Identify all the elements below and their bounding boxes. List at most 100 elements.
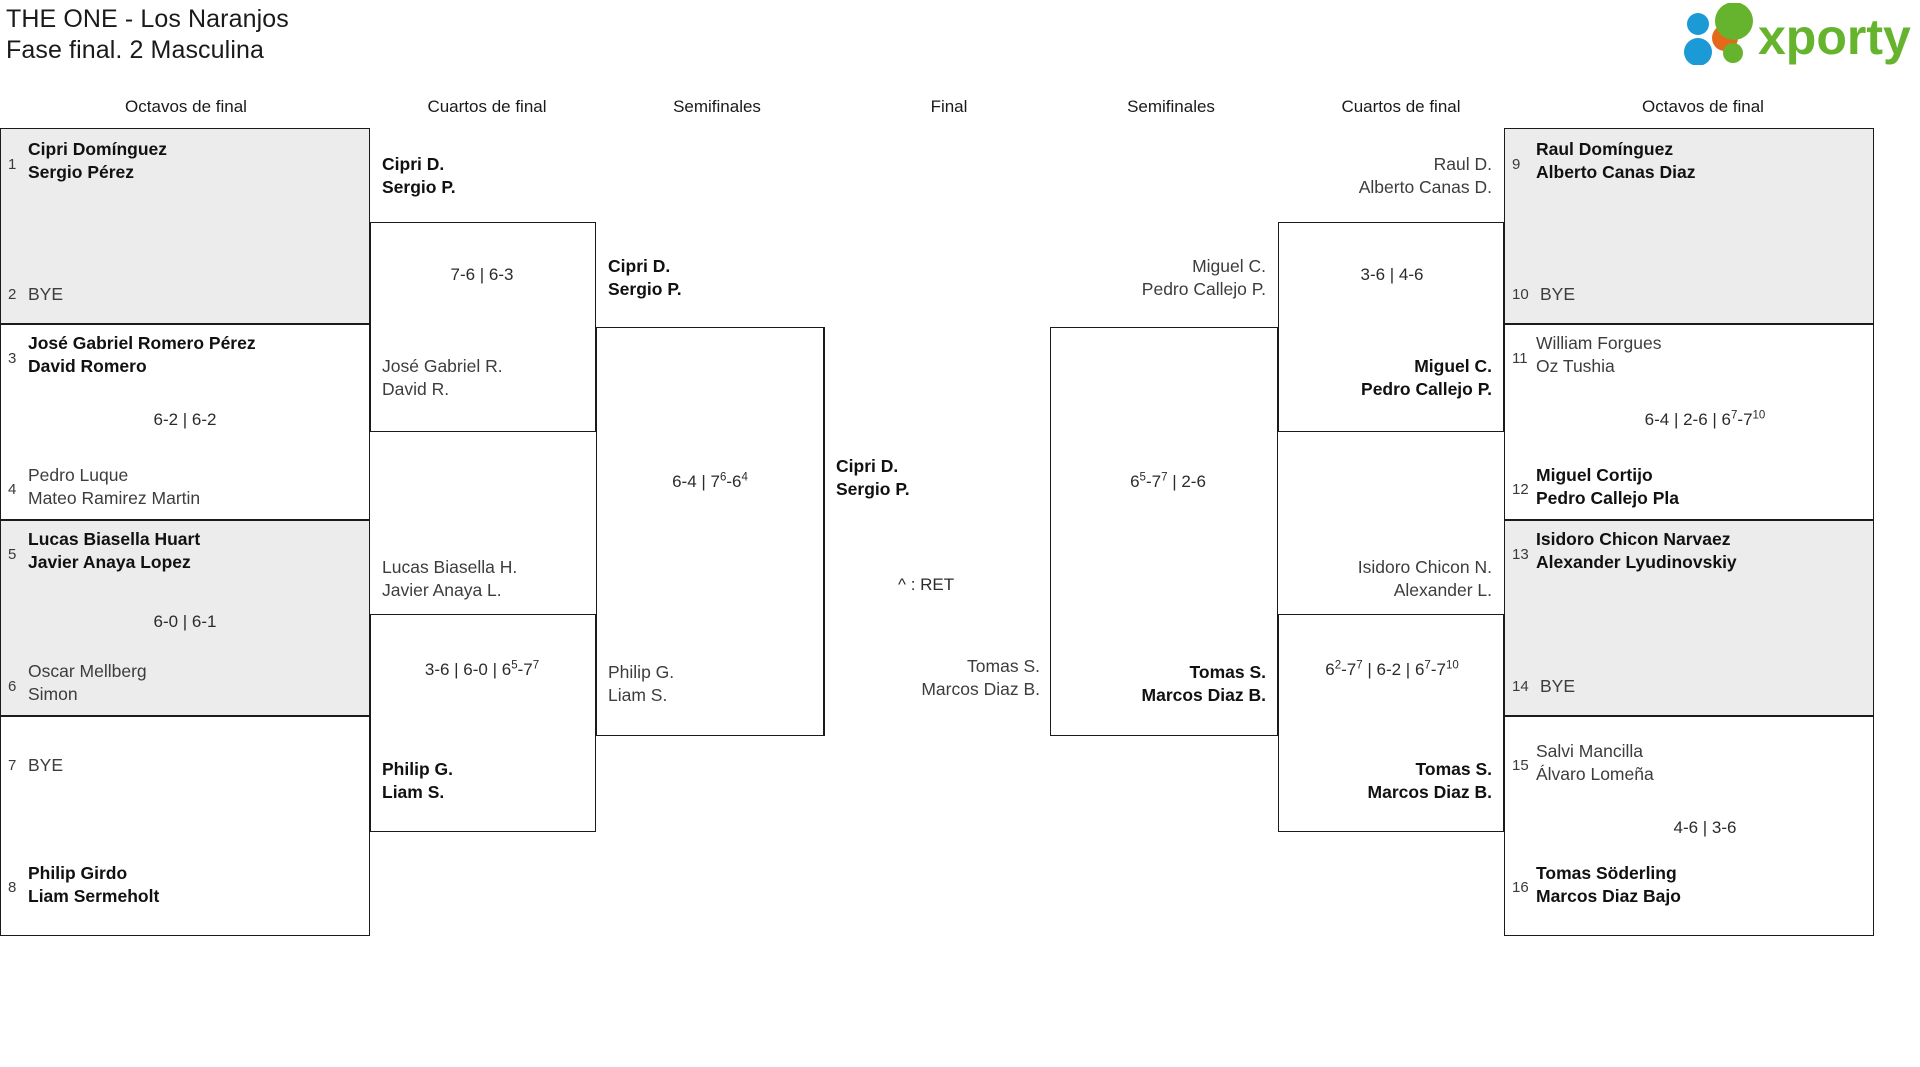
sf-match-box-left[interactable] bbox=[596, 327, 824, 736]
seed-12: 12 bbox=[1512, 481, 1529, 498]
round-header-final: Final bbox=[930, 97, 968, 116]
logo-dot-green-large bbox=[1715, 3, 1753, 40]
r16-player-1[interactable]: Cipri Domínguez Sergio Pérez bbox=[28, 138, 167, 183]
r16-right-player-13[interactable]: Isidoro Chicon Narvaez Alexander Lyudino… bbox=[1536, 528, 1737, 573]
player-name: Tomas S. bbox=[967, 656, 1040, 676]
player-name: Isidoro Chicon Narvaez bbox=[1536, 529, 1731, 549]
r16-match-box-2[interactable] bbox=[0, 324, 370, 520]
qf-player-1[interactable]: Cipri D. Sergio P. bbox=[382, 153, 456, 198]
r16-match-box-1[interactable] bbox=[0, 128, 370, 324]
sf-player-1[interactable]: Cipri D. Sergio P. bbox=[608, 255, 682, 300]
r16-right-match-box-3[interactable] bbox=[1504, 520, 1874, 716]
player-name: Marcos Diaz Bajo bbox=[1536, 885, 1681, 906]
qf-match-box-2[interactable] bbox=[370, 614, 596, 832]
seed-8: 8 bbox=[8, 879, 17, 896]
player-name: Oscar Mellberg bbox=[28, 661, 147, 681]
logo-dot-blue-small bbox=[1687, 13, 1709, 35]
r16-score-2: 6-0 | 6-1 bbox=[60, 612, 310, 632]
r16-right-player-11[interactable]: William Forgues Oz Tushia bbox=[1536, 332, 1661, 377]
qf-match-box-1[interactable] bbox=[370, 222, 596, 432]
player-name: Sergio P. bbox=[608, 278, 682, 299]
title-line-2: Fase final. 2 Masculina bbox=[6, 36, 264, 64]
seed-15: 15 bbox=[1512, 757, 1529, 774]
qf-right-player-4[interactable]: Tomas S. Marcos Diaz B. bbox=[1290, 758, 1492, 803]
player-name: Tomas S. bbox=[1415, 759, 1492, 779]
xporty-logo[interactable]: xporty bbox=[1680, 3, 1912, 65]
final-player-top[interactable]: Cipri D. Sergio P. bbox=[836, 455, 910, 500]
r16-right-score-1: 6-4 | 2-6 | 67-710 bbox=[1560, 410, 1850, 430]
seed-9: 9 bbox=[1512, 156, 1521, 173]
seed-5: 5 bbox=[8, 546, 17, 563]
seed-3: 3 bbox=[8, 350, 17, 367]
r16-match-box-3[interactable] bbox=[0, 520, 370, 716]
qf-right-player-3[interactable]: Isidoro Chicon N. Alexander L. bbox=[1290, 556, 1492, 601]
qf-player-2[interactable]: José Gabriel R. David R. bbox=[382, 355, 503, 400]
score-text: 65-77 | 2-6 bbox=[1130, 471, 1206, 491]
seed-14: 14 bbox=[1512, 678, 1529, 695]
player-name: José Gabriel Romero Pérez bbox=[28, 333, 256, 353]
r16-bye-2: BYE bbox=[28, 284, 64, 304]
qf-player-3[interactable]: Lucas Biasella H. Javier Anaya L. bbox=[382, 556, 517, 601]
sf-player-2[interactable]: Philip G. Liam S. bbox=[608, 661, 674, 706]
player-name: Mateo Ramirez Martin bbox=[28, 487, 201, 508]
sf-right-player-2[interactable]: Tomas S. Marcos Diaz B. bbox=[1062, 661, 1266, 706]
round-header-right-r16: Octavos de final bbox=[1642, 97, 1764, 116]
r16-match-box-4[interactable] bbox=[0, 716, 370, 936]
player-name: Pedro Luque bbox=[28, 465, 129, 485]
player-name: Cipri D. bbox=[382, 154, 445, 174]
qf-right-match-box-2[interactable] bbox=[1278, 614, 1504, 832]
player-name: David R. bbox=[382, 378, 450, 399]
qf-right-player-1[interactable]: Raul D. Alberto Canas D. bbox=[1290, 153, 1492, 198]
score-text: 6-4 | 2-6 | 67-710 bbox=[1644, 409, 1766, 429]
player-name: Alberto Canas D. bbox=[1358, 176, 1492, 197]
qf-right-match-box-1[interactable] bbox=[1278, 222, 1504, 432]
logo-dot-blue-large bbox=[1684, 38, 1712, 65]
score-text: 7-6 | 6-3 bbox=[450, 265, 514, 284]
r16-right-player-12[interactable]: Miguel Cortijo Pedro Callejo Pla bbox=[1536, 464, 1679, 509]
player-name: Lucas Biasella Huart bbox=[28, 529, 201, 549]
r16-bye-7: BYE bbox=[28, 755, 64, 775]
title-line-1: THE ONE - Los Naranjos bbox=[6, 5, 289, 33]
r16-right-player-15[interactable]: Salvi Mancilla Álvaro Lomeña bbox=[1536, 740, 1654, 785]
r16-right-match-box-2[interactable] bbox=[1504, 324, 1874, 520]
player-name: Philip Girdo bbox=[28, 863, 128, 883]
sf-right-player-1[interactable]: Miguel C. Pedro Callejo P. bbox=[1062, 255, 1266, 300]
r16-player-4[interactable]: Pedro Luque Mateo Ramirez Martin bbox=[28, 464, 200, 509]
score-text: 62-77 | 6-2 | 67-710 bbox=[1325, 659, 1459, 679]
player-name: Tomas Söderling bbox=[1536, 863, 1677, 883]
seed-2: 2 bbox=[8, 286, 17, 303]
r16-right-match-box-4[interactable] bbox=[1504, 716, 1874, 936]
round-header-right-sf: Semifinales bbox=[1127, 97, 1215, 116]
round-header-right-qf: Cuartos de final bbox=[1341, 97, 1461, 116]
player-name: William Forgues bbox=[1536, 333, 1662, 353]
player-name: Alexander Lyudinovskiy bbox=[1536, 551, 1737, 572]
sf-match-box-right[interactable] bbox=[1050, 327, 1278, 736]
qf-score-1: 7-6 | 6-3 bbox=[382, 265, 582, 285]
r16-player-6[interactable]: Oscar Mellberg Simon bbox=[28, 660, 147, 705]
player-name: Miguel C. bbox=[1414, 356, 1492, 376]
r16-right-bye-10: BYE bbox=[1540, 284, 1576, 304]
player-name: Alexander L. bbox=[1393, 579, 1492, 600]
player-name: Marcos Diaz B. bbox=[921, 678, 1040, 699]
final-divider-left bbox=[824, 327, 826, 736]
player-name: Oz Tushia bbox=[1536, 355, 1615, 376]
r16-player-5[interactable]: Lucas Biasella Huart Javier Anaya Lopez bbox=[28, 528, 200, 573]
final-player-bottom[interactable]: Tomas S. Marcos Diaz B. bbox=[790, 655, 1040, 700]
r16-player-3[interactable]: José Gabriel Romero Pérez David Romero bbox=[28, 332, 256, 377]
score-text: 6-2 | 6-2 bbox=[153, 410, 217, 429]
player-name: Marcos Diaz B. bbox=[1367, 781, 1492, 802]
r16-right-match-box-1[interactable] bbox=[1504, 128, 1874, 324]
score-text: 4-6 | 3-6 bbox=[1673, 818, 1737, 837]
seed-13: 13 bbox=[1512, 546, 1529, 563]
player-name: Liam S. bbox=[608, 684, 668, 705]
player-name: Simon bbox=[28, 683, 78, 704]
seed-11: 11 bbox=[1512, 350, 1528, 367]
qf-right-player-2[interactable]: Miguel C. Pedro Callejo P. bbox=[1290, 355, 1492, 400]
player-name: Marcos Diaz B. bbox=[1141, 684, 1266, 705]
seed-16: 16 bbox=[1512, 879, 1529, 896]
r16-player-8[interactable]: Philip Girdo Liam Sermeholt bbox=[28, 862, 159, 907]
r16-right-player-9[interactable]: Raul Domínguez Alberto Canas Diaz bbox=[1536, 138, 1695, 183]
qf-player-4[interactable]: Philip G. Liam S. bbox=[382, 758, 453, 803]
r16-right-player-16[interactable]: Tomas Söderling Marcos Diaz Bajo bbox=[1536, 862, 1681, 907]
